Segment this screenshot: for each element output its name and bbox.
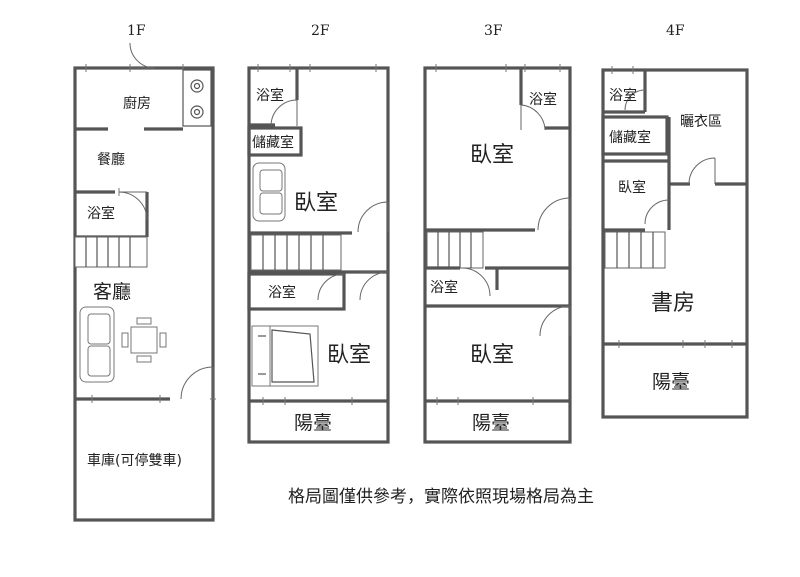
floor-4-laundry-door bbox=[688, 157, 716, 185]
room-label-bath-mid: 浴室 bbox=[430, 279, 458, 296]
room-label-dining: 餐廳 bbox=[97, 151, 125, 168]
floor-3-bath-mid-door bbox=[461, 267, 491, 297]
floor-3-bath-door bbox=[520, 104, 546, 131]
floor-3-bedroom-door-bottom bbox=[539, 305, 571, 337]
floor-1-bath-door bbox=[118, 191, 148, 221]
room-label-balcony: 陽臺 bbox=[652, 371, 690, 393]
floor-4-bath-door bbox=[624, 89, 646, 111]
floor-2-bath-mid-door bbox=[317, 273, 345, 301]
floor-2: 2F bbox=[247, 23, 390, 444]
floor-2-bath-door bbox=[270, 99, 298, 127]
sofa-icon-f2 bbox=[252, 162, 286, 222]
floor-4-title: 4F bbox=[666, 23, 685, 39]
room-label-storage: 儲藏室 bbox=[252, 134, 294, 151]
floor-2-stairs bbox=[250, 234, 342, 271]
room-label-bath-top: 浴室 bbox=[256, 87, 284, 104]
room-label-living: 客廳 bbox=[93, 281, 131, 303]
room-label-bedroom-top: 臥室 bbox=[294, 191, 338, 216]
floor-3-title: 3F bbox=[484, 23, 503, 39]
room-label-bedroom-top: 臥室 bbox=[470, 143, 514, 168]
floor-3-bedroom-door-top bbox=[537, 197, 571, 231]
room-label-bath-mid: 浴室 bbox=[268, 284, 296, 301]
sofa-icon bbox=[79, 306, 115, 383]
room-label-balcony: 陽臺 bbox=[294, 412, 332, 434]
floor-1-garage-door bbox=[180, 366, 214, 400]
floor-1-entrance-door bbox=[129, 42, 156, 69]
floor-2-bedroom-door-bottom bbox=[359, 271, 389, 301]
floor-4-outline bbox=[601, 68, 749, 419]
floor-4: 4F 浴室 儲藏室 曬衣 bbox=[601, 23, 749, 419]
floor-3-outline bbox=[423, 66, 572, 444]
room-label-bath-top: 浴室 bbox=[529, 91, 557, 108]
bed-icon bbox=[251, 325, 319, 387]
disclaimer-note: 格局圖僅供參考，實際依照現場格局為主 bbox=[288, 487, 594, 507]
floor-4-stairs bbox=[604, 231, 666, 269]
room-label-study: 書房 bbox=[651, 291, 695, 316]
floor-2-title: 2F bbox=[311, 23, 330, 39]
floor-4-bedroom-door bbox=[644, 199, 670, 225]
room-label-kitchen: 廚房 bbox=[123, 95, 151, 112]
floor-1: 1F bbox=[73, 23, 216, 522]
table-icon bbox=[121, 317, 167, 363]
floor-3-stairs bbox=[426, 231, 484, 269]
room-label-garage: 車庫(可停雙車) bbox=[87, 452, 182, 469]
room-label-storage: 儲藏室 bbox=[609, 129, 651, 146]
room-label-bedroom-bottom: 臥室 bbox=[470, 343, 514, 368]
room-label-bath: 浴室 bbox=[87, 205, 115, 222]
room-label-bath: 浴室 bbox=[609, 87, 637, 104]
floor-1-stairs bbox=[74, 236, 148, 268]
room-label-laundry: 曬衣區 bbox=[680, 114, 722, 130]
floor-2-outline bbox=[247, 66, 390, 444]
room-label-balcony: 陽臺 bbox=[472, 412, 510, 434]
floor-1-title: 1F bbox=[127, 23, 146, 39]
floor-3: 3F 浴室 臥室 浴室 臥室 bbox=[423, 23, 572, 444]
floor-2-bedroom-door-top bbox=[357, 201, 389, 233]
room-label-bedroom-bottom: 臥室 bbox=[327, 343, 371, 368]
room-label-bedroom: 臥室 bbox=[618, 179, 646, 196]
stove-icon bbox=[182, 69, 212, 127]
